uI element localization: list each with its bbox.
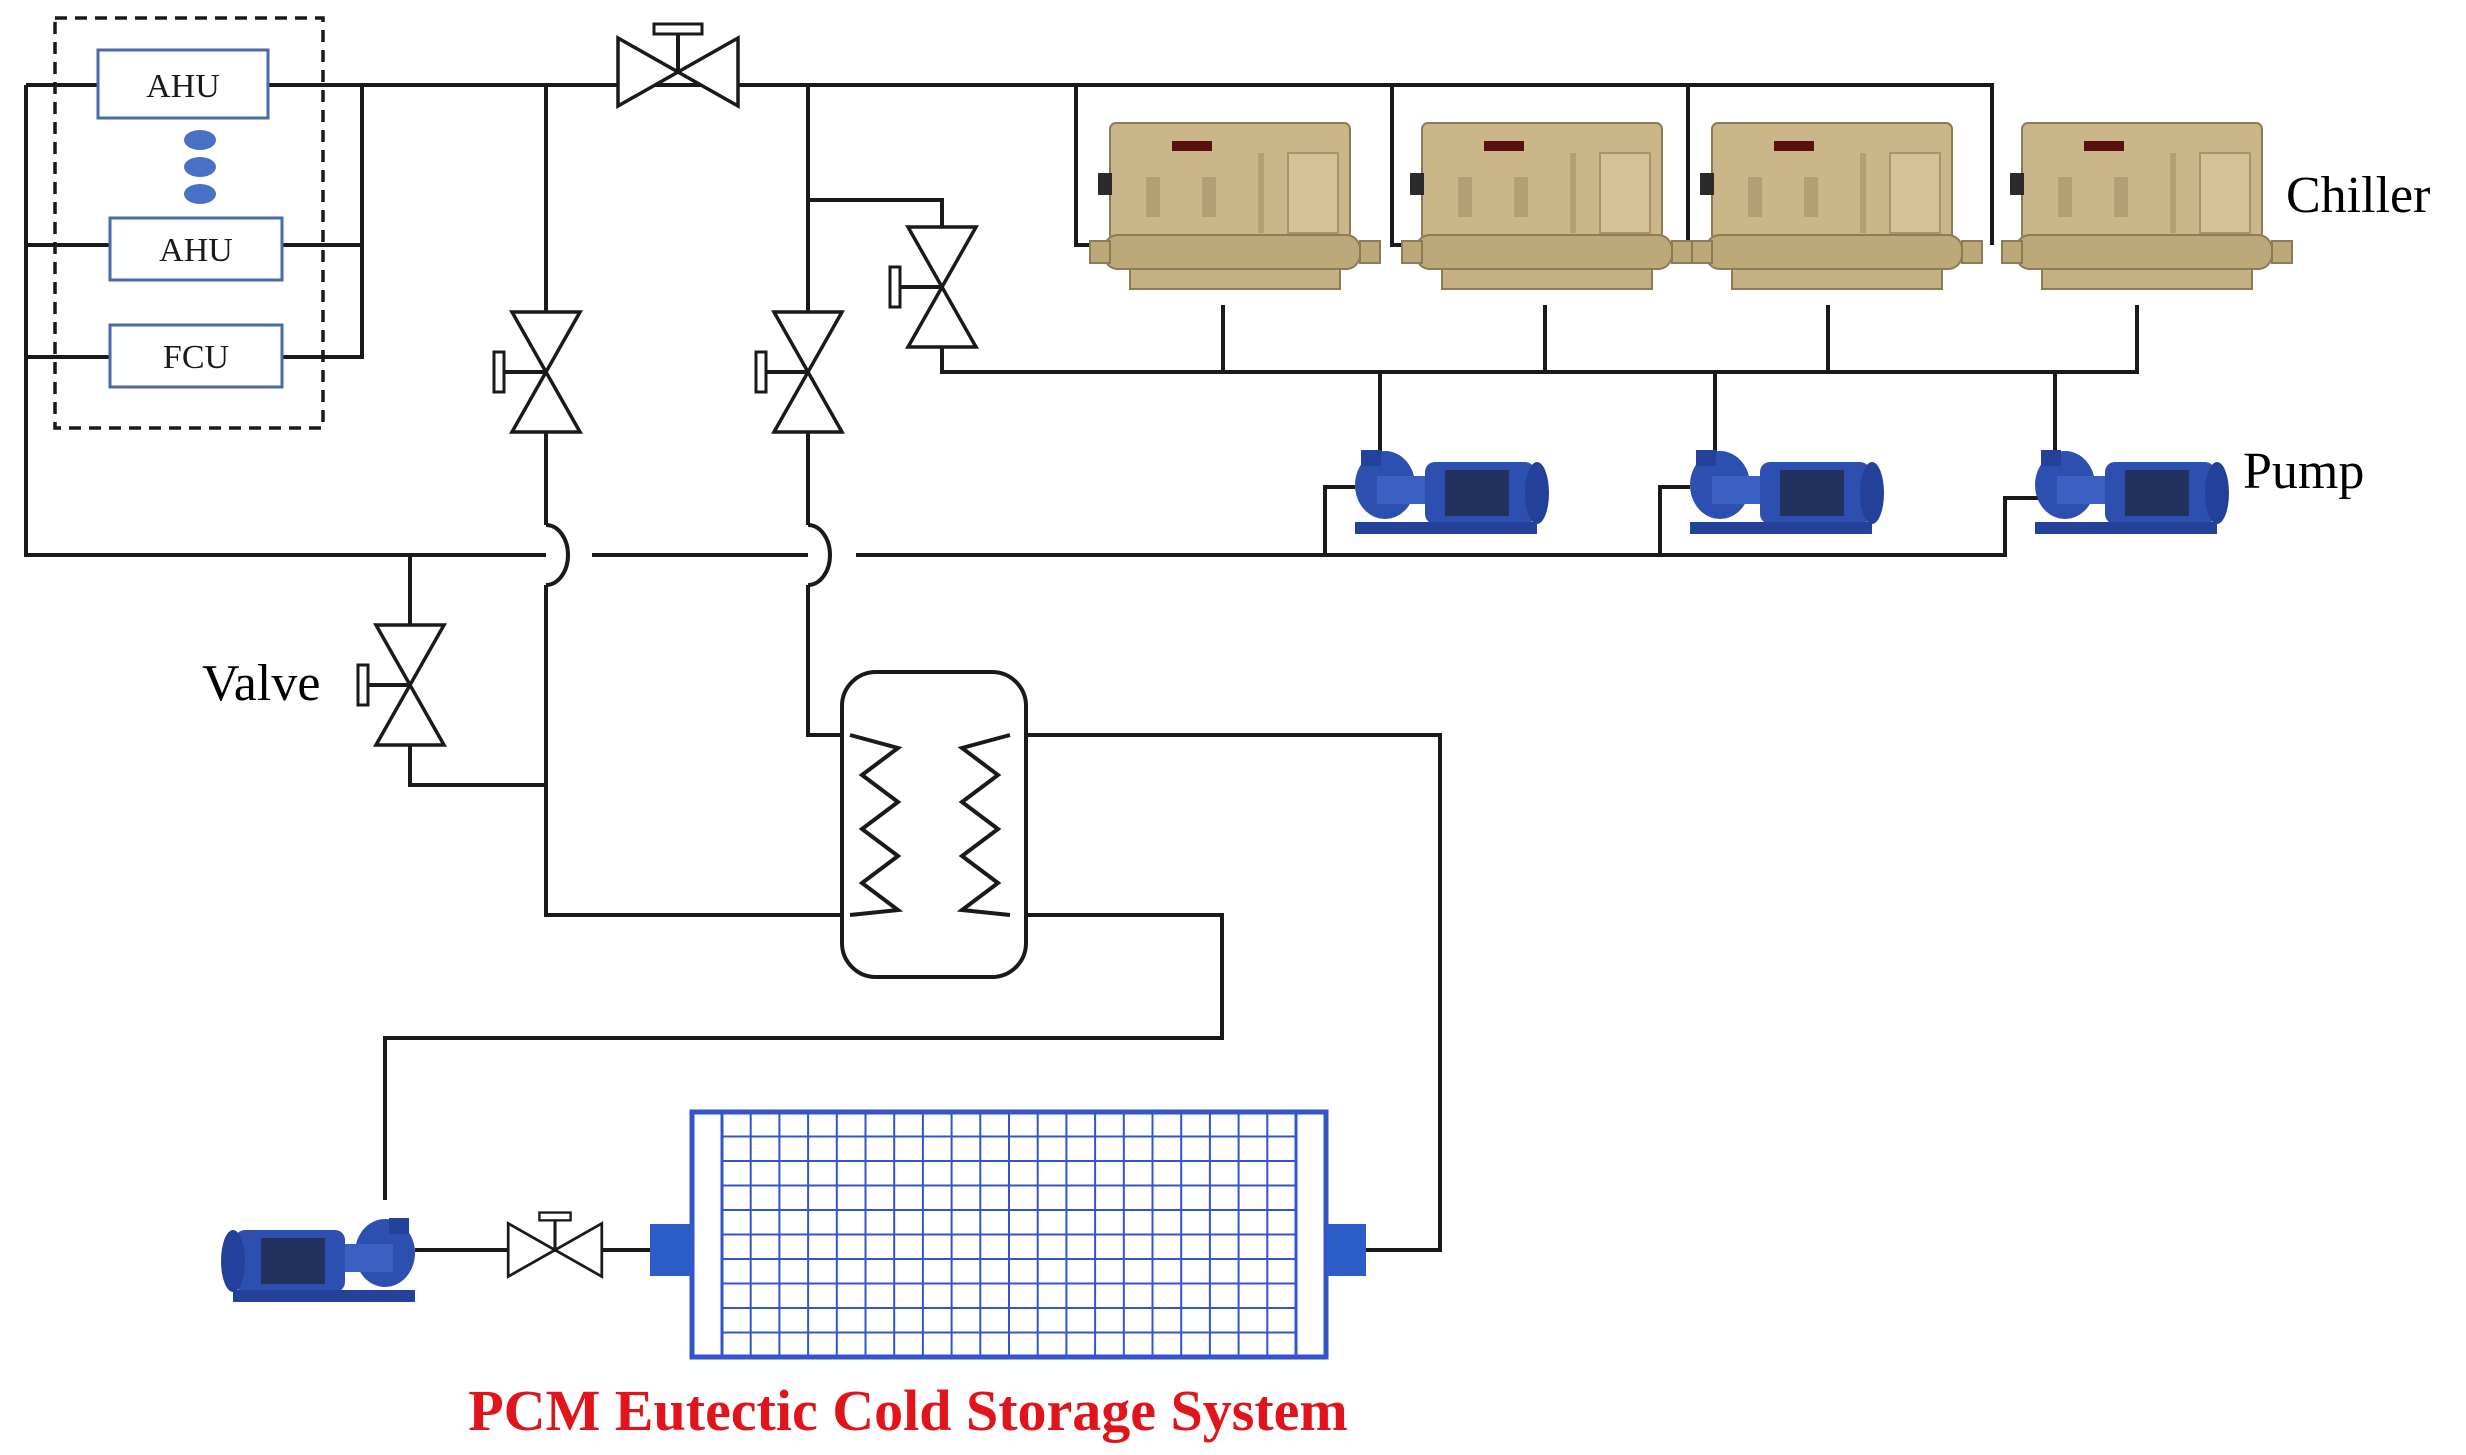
ahu-top-label: AHU	[146, 68, 220, 105]
plate-heat-exchanger-icon	[840, 670, 1028, 979]
centrifugal-pump-icon	[1355, 450, 1549, 534]
chiller-label: Chiller	[2286, 167, 2430, 224]
pipe-network	[24, 83, 2139, 1252]
chiller-icon	[1691, 122, 1983, 290]
fcu-label: FCU	[163, 339, 229, 376]
pump-label: Pump	[2243, 443, 2364, 500]
gate-valve-icon	[492, 310, 582, 434]
terminal-units-group	[53, 16, 325, 430]
ahu-unit-bottom: AHU	[108, 216, 284, 282]
gate-valve-icon	[356, 623, 446, 747]
chiller-icon	[2001, 122, 2293, 290]
chiller-icon	[1401, 122, 1693, 290]
gate-valve-icon	[754, 310, 844, 434]
vertical-dots-icon	[184, 130, 216, 204]
centrifugal-pump-icon	[1690, 450, 1884, 534]
gate-valve-icon	[888, 225, 978, 349]
fcu-unit: FCU	[108, 323, 284, 389]
chiller-icon	[1089, 122, 1381, 290]
ahu-bottom-label: AHU	[159, 232, 233, 269]
diagram-title: PCM Eutectic Cold Storage System	[468, 1378, 1348, 1443]
gate-valve-icon	[506, 1211, 604, 1278]
gate-valve-icon	[616, 22, 740, 108]
centrifugal-pump-icon	[221, 1218, 415, 1302]
centrifugal-pump-icon	[2035, 450, 2229, 534]
pcm-storage-tank-icon	[650, 1109, 1366, 1360]
valve-label: Valve	[202, 655, 320, 712]
ahu-unit-top: AHU	[96, 48, 270, 120]
